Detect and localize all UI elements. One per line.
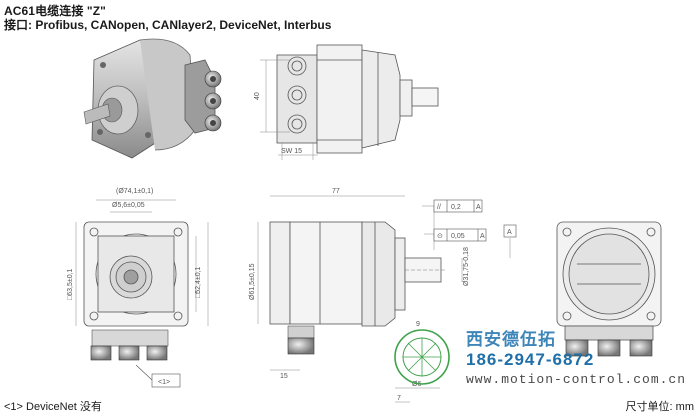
tol2-symbol: ⊙ [437, 233, 443, 240]
tolerance-frame-parallel: // 0,2 A [433, 199, 483, 213]
side-cable-gland [287, 325, 315, 355]
callout-1: <1> [158, 379, 170, 386]
document-title: AC61电缆连接 "Z" [4, 4, 106, 18]
rear-view [556, 221, 662, 341]
tol1-symbol: // [437, 204, 441, 211]
cable-gland-icon [629, 339, 653, 357]
isometric-view [83, 38, 222, 159]
dim-d615: Ø61,5±0,15 [249, 263, 256, 300]
cable-gland-icon [204, 70, 222, 88]
dim-40: 40 [254, 92, 261, 100]
datum-label: A [507, 229, 512, 236]
watermark-phone: 186-2947-6872 [466, 350, 595, 369]
unit-note: 尺寸单位: mm [625, 401, 694, 413]
watermark-url: www.motion-control.com.cn [466, 372, 687, 387]
tol2-value: 0,05 [451, 233, 465, 240]
cable-gland-icon [565, 339, 589, 357]
cable-gland-icon [597, 339, 621, 357]
dim-sw15: SW 15 [281, 148, 302, 155]
dim-square-635: □63,5±0,1 [67, 268, 74, 300]
dim-9: 9 [416, 321, 420, 328]
rear-cable-glands [565, 339, 653, 357]
cable-gland-icon [287, 337, 315, 355]
dim-d318: Ø31,75-0,18 [463, 247, 470, 286]
watermark-company: 西安德伍拓 [466, 330, 556, 349]
front-cable-glands [90, 329, 181, 388]
dim-15: 15 [280, 373, 288, 380]
cable-gland-icon [146, 345, 168, 361]
dim-d56: Ø5,6±0,05 [112, 202, 145, 209]
cable-gland-icon [90, 345, 112, 361]
front-view [75, 199, 209, 327]
tol2-datum: A [480, 233, 485, 240]
dim-77: 77 [332, 188, 340, 195]
cable-gland-icon [204, 114, 222, 132]
footnote: <1> DeviceNet 没有 [4, 401, 102, 413]
side-view [257, 195, 511, 403]
dim-d6: Ø6 [412, 381, 421, 388]
top-side-view [260, 44, 439, 160]
tol1-value: 0,2 [451, 204, 461, 211]
watermark-seal-icon [394, 329, 450, 385]
interface-subtitle: 接口: Profibus, CANopen, CANlayer2, Device… [4, 18, 332, 32]
datum-a: A [503, 224, 517, 238]
dim-7: 7 [397, 395, 401, 402]
tol1-datum: A [476, 204, 481, 211]
cable-gland-icon [204, 92, 222, 110]
dim-square-524: □52,4±0,1 [195, 266, 202, 298]
tolerance-frame-concentric: ⊙ 0,05 A [433, 228, 487, 242]
cable-gland-icon [118, 345, 140, 361]
dim-d74: (Ø74,1±0,1) [116, 188, 153, 195]
